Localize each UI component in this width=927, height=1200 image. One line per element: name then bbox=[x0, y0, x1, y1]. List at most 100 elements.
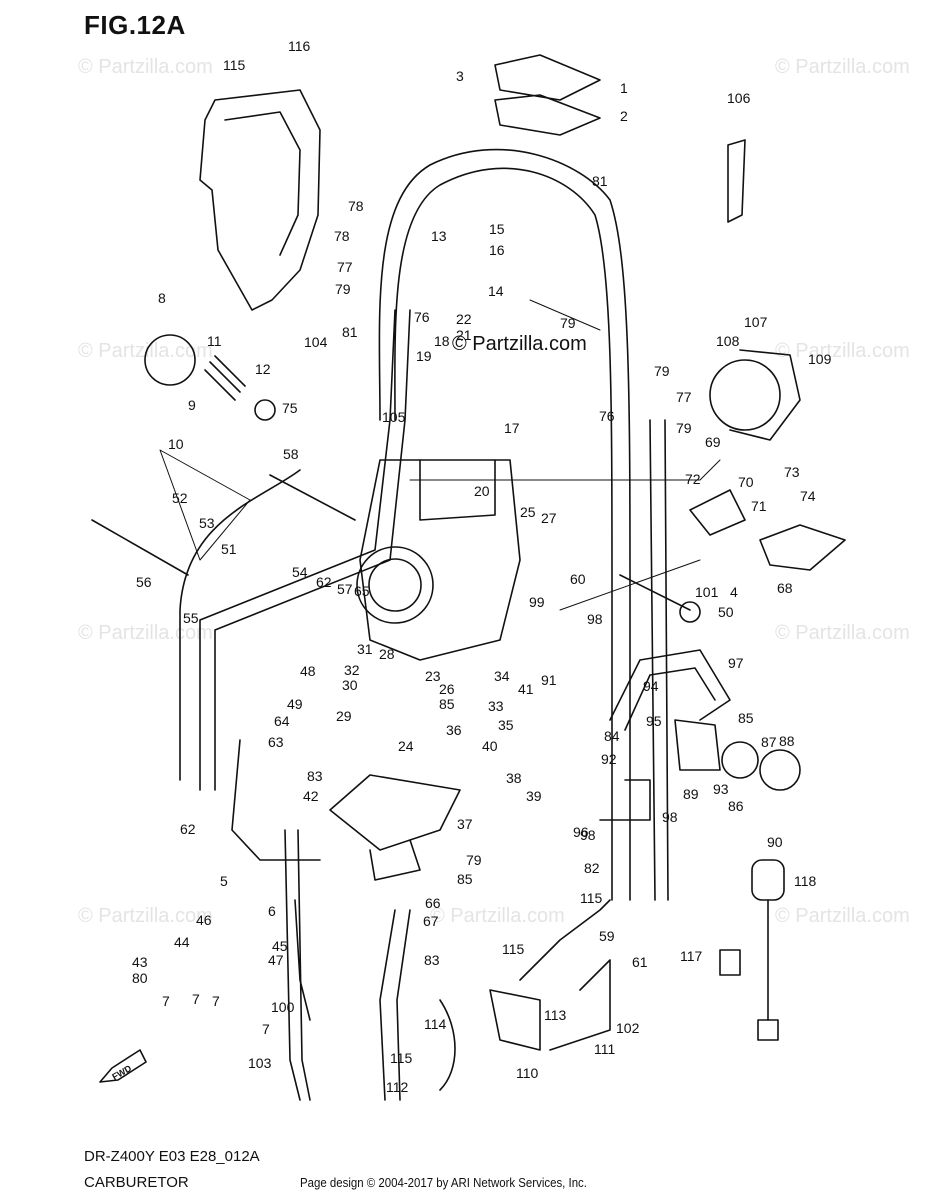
part-callout: 15 bbox=[489, 221, 505, 237]
part-callout: 7 bbox=[192, 991, 200, 1007]
part-callout: 102 bbox=[616, 1020, 640, 1036]
part-callout: 98 bbox=[662, 809, 678, 825]
part-callout: 88 bbox=[779, 733, 795, 749]
part-callout: 71 bbox=[751, 498, 767, 514]
part-callout: 106 bbox=[727, 90, 751, 106]
part-callout: 56 bbox=[136, 574, 152, 590]
part-callout: 118 bbox=[794, 873, 817, 889]
part-callout: 96 bbox=[573, 824, 589, 840]
part-callout: 87 bbox=[761, 734, 777, 750]
part-callout: 77 bbox=[676, 389, 692, 405]
part-119-sensor bbox=[751, 859, 785, 901]
watermark: © Partzilla.com bbox=[78, 56, 213, 78]
part-callout: 72 bbox=[685, 471, 701, 487]
part-callout: 49 bbox=[287, 696, 303, 712]
watermark: © Partzilla.com bbox=[775, 622, 910, 644]
part-callout: 91 bbox=[541, 672, 557, 688]
part-callout: 65 bbox=[354, 583, 370, 599]
part-89-cover bbox=[759, 749, 801, 791]
part-callout: 4 bbox=[730, 584, 738, 600]
part-callout: 69 bbox=[705, 434, 721, 450]
part-callout: 93 bbox=[713, 781, 729, 797]
part-callout: 62 bbox=[316, 574, 332, 590]
part-callout: 22 bbox=[456, 311, 472, 327]
part-callout: 79 bbox=[466, 852, 482, 868]
part-callout: 36 bbox=[446, 722, 462, 738]
watermark: © Partzilla.com bbox=[430, 905, 565, 927]
part-callout: 101 bbox=[695, 584, 719, 600]
part-108-housing bbox=[729, 349, 801, 441]
part-59-bolt bbox=[91, 519, 189, 576]
part-70-valve bbox=[759, 524, 846, 571]
part-callout: 9 bbox=[188, 397, 196, 413]
part-callout: 80 bbox=[132, 970, 148, 986]
part-callout: 111 bbox=[594, 1041, 615, 1057]
part-callout: 48 bbox=[300, 663, 316, 679]
part-callout: 76 bbox=[414, 309, 430, 325]
part-116-cover bbox=[199, 89, 321, 311]
part-callout: 77 bbox=[337, 259, 353, 275]
part-callout: 50 bbox=[718, 604, 734, 620]
part-callout: 42 bbox=[303, 788, 319, 804]
part-callout: 25 bbox=[520, 504, 536, 520]
carburetor-body bbox=[359, 459, 521, 661]
part-callout: 81 bbox=[342, 324, 358, 340]
part-callout: 31 bbox=[357, 641, 373, 657]
part-52-screw bbox=[619, 574, 691, 611]
part-callout: 115 bbox=[580, 890, 603, 906]
part-callout: 55 bbox=[183, 610, 199, 626]
watermark: © Partzilla.com bbox=[78, 905, 213, 927]
part-callout: 79 bbox=[560, 315, 576, 331]
part-callout: 38 bbox=[506, 770, 522, 786]
part-111-valve bbox=[489, 989, 541, 1051]
part-callout: 110 bbox=[516, 1065, 539, 1081]
copyright-notice: Page design © 2004-2017 by ARI Network S… bbox=[300, 1175, 587, 1190]
hose-83-right bbox=[649, 419, 656, 901]
part-callout: 82 bbox=[584, 860, 600, 876]
hose-113 bbox=[439, 999, 456, 1091]
part-8-drum bbox=[144, 334, 196, 386]
figure-title: FIG.12A bbox=[84, 10, 186, 40]
part-callout: 78 bbox=[348, 198, 364, 214]
model-code: DR-Z400Y E03 E28_012A bbox=[84, 1148, 260, 1165]
part-2-gasket bbox=[494, 94, 601, 136]
part-callout: 2 bbox=[620, 108, 628, 124]
part-callout: 103 bbox=[248, 1055, 272, 1071]
part-callout: 33 bbox=[488, 698, 504, 714]
part-callout: 37 bbox=[457, 816, 473, 832]
part-callout: 115 bbox=[223, 57, 246, 73]
part-callout: 107 bbox=[744, 314, 768, 330]
hose-84 bbox=[379, 909, 396, 1101]
hose-95 bbox=[599, 779, 651, 821]
part-callout: 29 bbox=[336, 708, 352, 724]
part-callout: 3 bbox=[456, 68, 464, 84]
part-107-strap bbox=[727, 139, 746, 223]
part-callout: 32 bbox=[344, 662, 360, 678]
part-callout: 16 bbox=[489, 242, 505, 258]
part-callout: 10 bbox=[168, 436, 184, 452]
part-callout: 81 bbox=[592, 173, 608, 189]
part-callout: 7 bbox=[262, 1021, 270, 1037]
part-callout: 74 bbox=[800, 488, 816, 504]
part-11-washer bbox=[254, 399, 276, 421]
part-60-bolt bbox=[269, 474, 356, 521]
part-callout: 13 bbox=[431, 228, 447, 244]
part-callout: 95 bbox=[646, 713, 662, 729]
part-callout: 28 bbox=[379, 646, 395, 662]
part-callout: 83 bbox=[307, 768, 323, 784]
hose-82 bbox=[378, 148, 631, 901]
part-callout: 7 bbox=[212, 993, 220, 1009]
part-callout: 85 bbox=[439, 696, 455, 712]
section-name: CARBURETOR bbox=[84, 1174, 189, 1191]
part-callout: 23 bbox=[425, 668, 441, 684]
part-callout: 7 bbox=[162, 993, 170, 1009]
part-118-fitting bbox=[719, 949, 741, 976]
watermark-center: © Partzilla.com bbox=[452, 333, 587, 355]
part-callout: 85 bbox=[738, 710, 754, 726]
part-callout: 5 bbox=[220, 873, 228, 889]
part-callout: 1 bbox=[620, 80, 628, 96]
part-callout: 6 bbox=[268, 903, 276, 919]
part-callout: 41 bbox=[518, 681, 534, 697]
part-callout: 112 bbox=[386, 1079, 409, 1095]
part-callout: 117 bbox=[680, 948, 703, 964]
